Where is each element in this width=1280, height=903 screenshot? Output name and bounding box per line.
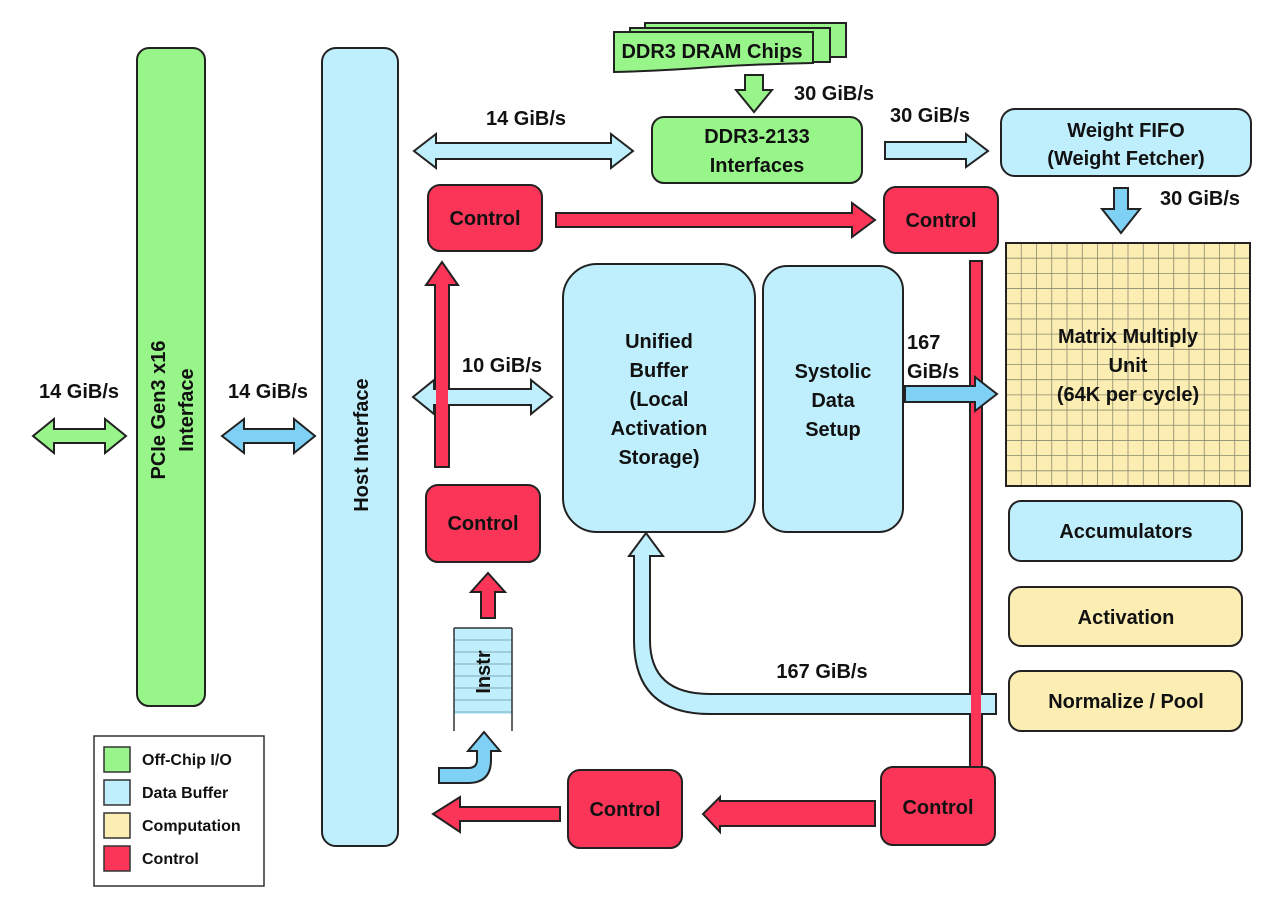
control-mid-left-block xyxy=(425,484,541,563)
control-bottom-mid-block xyxy=(567,769,683,849)
control-top-right-block xyxy=(883,186,999,254)
control-bottom-arrow-right xyxy=(701,794,876,835)
dram-to-interface-arrow xyxy=(733,74,775,114)
fifo-to-matrix-arrow xyxy=(1099,187,1143,235)
systolic-matrix-bandwidth-label-line1: 167 xyxy=(907,332,940,354)
svg-text:Matrix Multiply: Matrix Multiply xyxy=(1058,326,1199,348)
control-top-left-block xyxy=(427,184,543,252)
control-up-arrow-overlap xyxy=(436,378,448,416)
external-io-arrow xyxy=(31,416,128,456)
normalize-pool-label: Normalize / Pool xyxy=(1048,691,1204,713)
weight-fifo-label-line1: Weight FIFO xyxy=(1067,120,1184,142)
accumulators-label: Accumulators xyxy=(1059,521,1192,543)
control-top-right-label: Control xyxy=(905,210,976,232)
legend-label: Data Buffer xyxy=(142,785,228,802)
control-bottom-mid-label: Control xyxy=(589,799,660,821)
svg-text:Data: Data xyxy=(811,390,855,412)
weight-fifo-block xyxy=(1000,108,1252,177)
pcie-host-arrow xyxy=(220,416,317,456)
host-ddr-arrow xyxy=(412,131,635,171)
ddr3-dram-chips-stack xyxy=(613,22,847,74)
systolic-data-setup-label: Systolic Data Setup xyxy=(795,361,872,441)
ddr3-interfaces-label-line1: DDR3-2133 xyxy=(704,126,810,148)
legend-label: Off-Chip I/O xyxy=(142,752,232,769)
host-ddr-bandwidth-label: 14 GiB/s xyxy=(486,108,566,130)
legend-label: Control xyxy=(142,851,199,868)
pcie-label-line1: PCIe Gen3 x16 xyxy=(148,341,170,480)
legend-swatch xyxy=(103,812,131,839)
feedback-bandwidth-label: 167 GiB/s xyxy=(776,661,867,683)
svg-text:Unit: Unit xyxy=(1109,355,1148,377)
svg-text:(Local: (Local xyxy=(630,389,689,411)
legend-swatch xyxy=(103,746,131,773)
control-bus-overlap xyxy=(971,692,981,716)
legend-swatch xyxy=(103,779,131,806)
control-bottom-right-block xyxy=(880,766,996,846)
accumulators-block xyxy=(1008,500,1243,562)
legend-swatch xyxy=(103,845,131,872)
instr-label: Instr xyxy=(473,650,495,694)
svg-text:Setup: Setup xyxy=(805,419,861,441)
pcie-interface-block xyxy=(136,47,206,707)
activation-block xyxy=(1008,586,1243,647)
matrix-multiply-unit-label: Matrix Multiply Unit (64K per cycle) xyxy=(1057,326,1199,406)
ddr3-dram-chips-label: DDR3 DRAM Chips xyxy=(621,41,802,63)
svg-text:Buffer: Buffer xyxy=(630,360,689,382)
matrix-multiply-unit-block xyxy=(1005,242,1251,487)
instr-queue-slots xyxy=(454,639,512,713)
instr-to-control-arrow xyxy=(468,571,508,619)
systolic-to-matrix-arrow xyxy=(904,374,999,414)
systolic-data-setup-block xyxy=(762,265,904,533)
unified-buffer-label: Unified Buffer (Local Activation Storage… xyxy=(611,331,708,469)
pcie-label-line2: Interface xyxy=(176,368,198,451)
control-top-arrow xyxy=(555,201,877,239)
host-ub-arrow xyxy=(411,377,554,417)
dram-interface-bandwidth-label: 30 GiB/s xyxy=(794,83,874,105)
svg-text:Unified: Unified xyxy=(625,331,693,353)
host-interface-label: Host Interface xyxy=(351,378,373,511)
control-bottom-arrow-left xyxy=(431,795,561,834)
matrix-grid-lines xyxy=(1006,243,1250,486)
control-bottom-right-label: Control xyxy=(902,797,973,819)
svg-text:Activation: Activation xyxy=(611,418,708,440)
legend: Off-Chip I/O Data BufferComputationContro… xyxy=(93,735,265,887)
systolic-matrix-bandwidth-label-line2: GiB/s xyxy=(907,361,959,383)
ddr3-interfaces-label-line2: Interfaces xyxy=(710,155,805,177)
normalize-pool-block xyxy=(1008,670,1243,732)
control-top-left-label: Control xyxy=(449,208,520,230)
instr-input-arrow xyxy=(438,730,503,784)
unified-buffer-block xyxy=(562,263,756,533)
ddr3-dram-chips-block xyxy=(613,31,814,74)
svg-text:Systolic: Systolic xyxy=(795,361,872,383)
feedback-to-ub-arrow xyxy=(627,531,997,715)
interface-to-fifo-arrow xyxy=(884,131,990,169)
pcie-host-bandwidth-label: 14 GiB/s xyxy=(228,381,308,403)
external-bandwidth-label: 14 GiB/s xyxy=(39,381,119,403)
svg-text:(64K per cycle): (64K per cycle) xyxy=(1057,384,1199,406)
fifo-matrix-bandwidth-label: 30 GiB/s xyxy=(1160,188,1240,210)
instr-queue-block xyxy=(453,627,513,731)
interface-fifo-bandwidth-label: 30 GiB/s xyxy=(890,105,970,127)
svg-text:Storage): Storage) xyxy=(618,447,699,469)
control-mid-left-label: Control xyxy=(447,513,518,535)
host-ub-bandwidth-label: 10 GiB/s xyxy=(462,355,542,377)
host-interface-block xyxy=(321,47,399,847)
activation-label: Activation xyxy=(1078,607,1175,629)
legend-label: Computation xyxy=(142,818,241,835)
control-up-arrow xyxy=(424,260,460,468)
weight-fifo-label-line2: (Weight Fetcher) xyxy=(1047,148,1204,170)
ddr3-interfaces-block xyxy=(651,116,863,184)
